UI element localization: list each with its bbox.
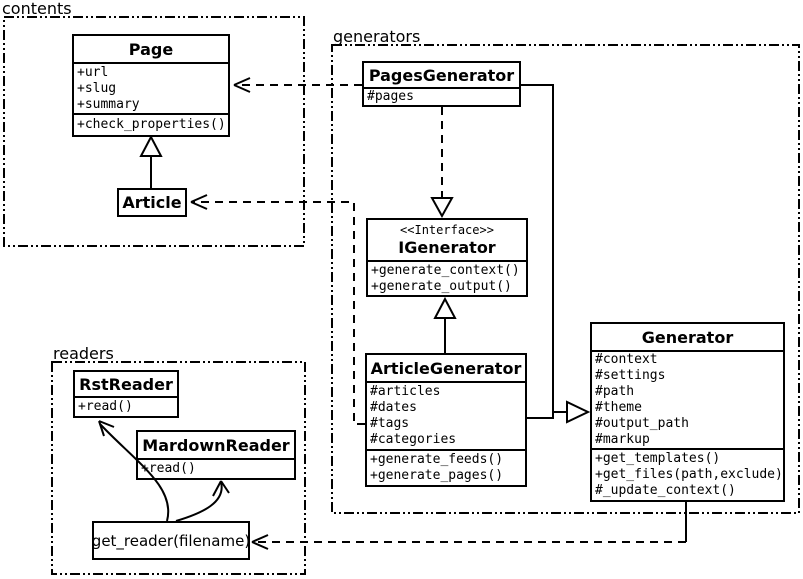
call-arrow-getreader-to-mardownreader xyxy=(175,481,223,522)
attribute: #categories xyxy=(370,432,457,447)
method: +generate_feeds() xyxy=(370,452,504,467)
call-arrowhead-rstreader xyxy=(98,420,115,437)
class-mardownreader: MardownReader +read() xyxy=(136,430,296,480)
attribute: #settings xyxy=(595,368,666,383)
class-rstreader: RstReader +read() xyxy=(73,370,179,418)
method: +generate_pages() xyxy=(370,468,504,483)
method: +generate_context() xyxy=(371,262,520,278)
class-mardownreader-methods: +read() xyxy=(138,458,294,478)
dependency-arrowhead-getreader xyxy=(251,534,269,550)
class-generator-methods: +get_templates() +get_files(path,exclude… xyxy=(592,448,783,500)
package-label-readers: readers xyxy=(53,344,114,363)
attribute: +url xyxy=(77,64,109,80)
attribute: #path xyxy=(595,384,635,399)
package-label-contents: contents xyxy=(2,0,72,18)
method: +get_templates() xyxy=(595,451,721,466)
class-page: Page +url +slug +summary +check_properti… xyxy=(72,34,230,137)
function-box-get-reader-label: get_reader(filename) xyxy=(91,531,251,550)
class-page-attributes: +url +slug +summary xyxy=(74,62,228,113)
package-label-generators: generators xyxy=(333,27,421,46)
class-igenerator-name: IGenerator xyxy=(398,238,496,257)
method: #_update_context() xyxy=(595,483,736,498)
generalization-arrowhead-igenerator xyxy=(433,296,457,319)
attribute: #output_path xyxy=(595,416,689,431)
class-pagesgenerator: PagesGenerator #pages xyxy=(362,61,521,107)
generalization-arrowhead-generator xyxy=(566,400,591,424)
class-article: Article xyxy=(117,188,187,217)
class-igenerator-methods: +generate_context() +generate_output() xyxy=(368,260,526,295)
generalization-arrowhead-page xyxy=(139,134,163,157)
attribute: +summary xyxy=(77,96,140,112)
class-mardownreader-name: MardownReader xyxy=(142,435,290,455)
dependency-articlegenerator-to-article xyxy=(191,201,365,425)
method: +generate_output() xyxy=(371,278,512,294)
attribute: #articles xyxy=(370,384,441,399)
attribute: +slug xyxy=(77,80,117,96)
class-pagesgenerator-attributes: #pages xyxy=(364,87,519,105)
class-generator: Generator #context #settings #path #them… xyxy=(590,322,785,502)
realization-arrowhead-igenerator xyxy=(430,197,454,219)
attribute: #dates xyxy=(370,400,417,415)
class-rstreader-name: RstReader xyxy=(79,374,173,394)
attribute: #pages xyxy=(367,89,414,104)
class-articlegenerator-name: ArticleGenerator xyxy=(370,358,522,378)
class-generator-attributes: #context #settings #path #theme #output_… xyxy=(592,350,783,448)
method: +check_properties() xyxy=(77,117,226,132)
class-page-name: Page xyxy=(128,39,174,59)
function-box-get-reader: get_reader(filename) xyxy=(92,521,250,560)
method: +get_files(path,exclude) xyxy=(595,467,783,482)
class-generator-name: Generator xyxy=(641,327,734,347)
class-articlegenerator-methods: +generate_feeds() +generate_pages() xyxy=(367,449,525,485)
attribute: #markup xyxy=(595,432,650,447)
attribute: #tags xyxy=(370,416,410,431)
attribute: #context xyxy=(595,352,658,367)
class-articlegenerator-attributes: #articles #dates #tags #categories xyxy=(367,381,525,449)
method: +read() xyxy=(78,399,133,414)
call-arrowhead-mardownreader xyxy=(212,480,230,497)
class-igenerator: <<Interface>> IGenerator +generate_conte… xyxy=(366,218,528,297)
class-igenerator-stereotype: <<Interface>> xyxy=(400,223,494,237)
class-page-methods: +check_properties() xyxy=(74,113,228,135)
class-rstreader-methods: +read() xyxy=(75,396,177,416)
dependency-arrowhead-page xyxy=(233,77,251,93)
class-pagesgenerator-name: PagesGenerator xyxy=(368,65,515,85)
class-article-name: Article xyxy=(122,193,182,212)
attribute: #theme xyxy=(595,400,642,415)
method: +read() xyxy=(141,461,196,476)
class-articlegenerator: ArticleGenerator #articles #dates #tags … xyxy=(365,353,527,487)
dependency-arrowhead-article xyxy=(190,194,208,210)
class-igenerator-title: <<Interface>> IGenerator xyxy=(368,220,526,260)
